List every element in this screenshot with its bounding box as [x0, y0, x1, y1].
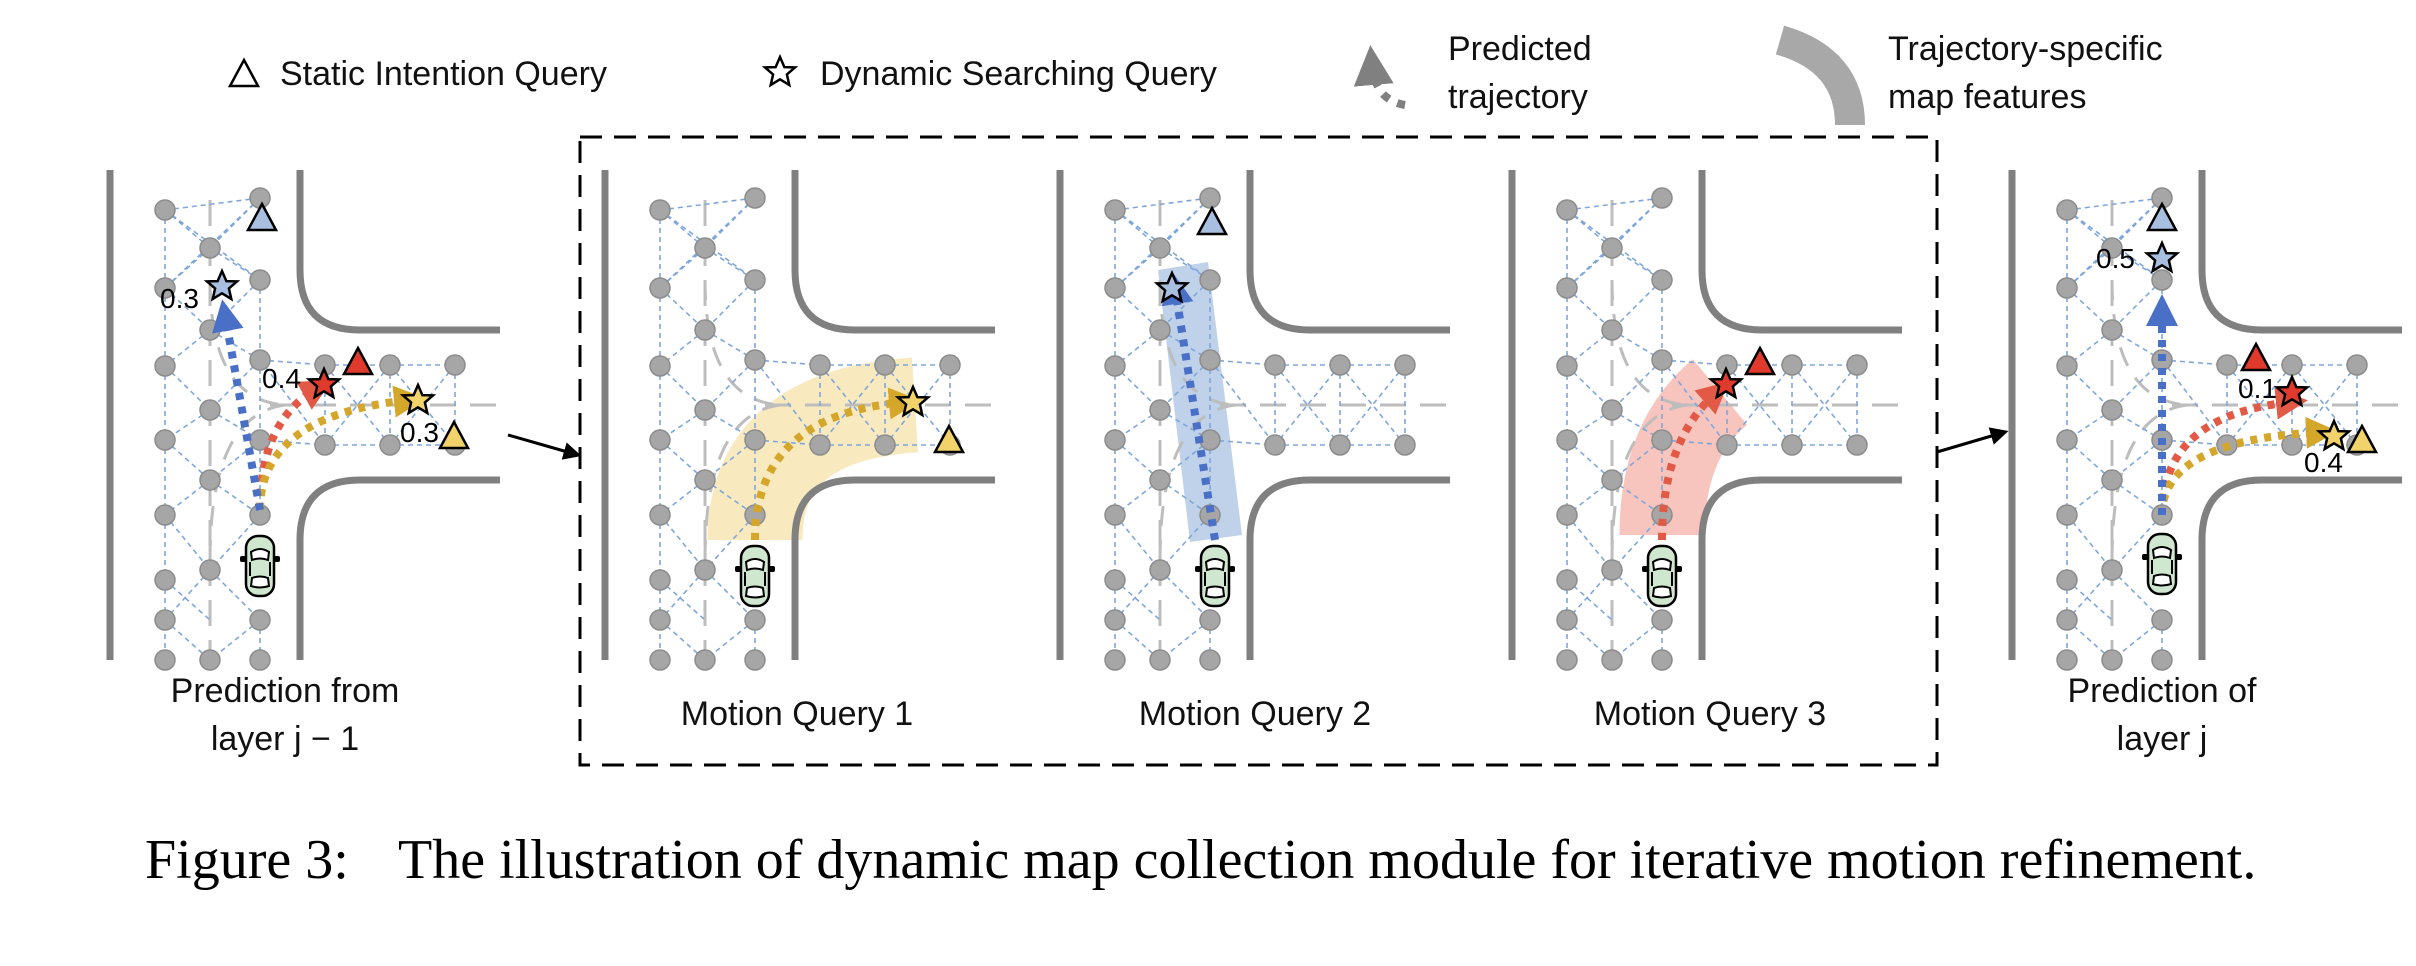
flow-arrow-in: [507, 433, 582, 460]
panel-next-label-2: layer j: [2117, 720, 2208, 758]
trajectory-yellow: [256, 385, 426, 511]
dynamic-query-red: [307, 367, 341, 399]
star-icon: [763, 55, 797, 87]
dynamic-query-blue: [2145, 241, 2179, 273]
trajectory-blue: [1161, 272, 1219, 541]
panel-q3-label: Motion Query 3: [1594, 695, 1826, 733]
car-icon: [2140, 532, 2184, 596]
static-query-blue: [1196, 206, 1228, 236]
trajectory-blue: [212, 299, 264, 511]
car-icon: [1193, 544, 1237, 608]
legend-dynamic-query: Dynamic Searching Query: [763, 55, 1217, 93]
legend-trajectory-line2: trajectory: [1448, 78, 1588, 116]
legend: Static Intention Query Dynamic Searching…: [228, 25, 2163, 126]
band-icon: [1775, 25, 1865, 126]
score-blue: 0.3: [160, 283, 199, 314]
score-yellow: 0.4: [2304, 447, 2343, 478]
static-query-red: [342, 346, 374, 376]
legend-static-query: Static Intention Query: [228, 55, 607, 93]
car-icon: [238, 534, 282, 598]
figure-caption-text: The illustration of dynamic map collecti…: [398, 829, 2256, 891]
panel-q2: [1060, 170, 1450, 670]
panel-q1-label: Motion Query 1: [681, 695, 913, 733]
static-query-red: [2240, 342, 2272, 372]
panel-prev-label-2: layer j − 1: [211, 720, 359, 758]
static-query-red: [1744, 346, 1776, 376]
panel-q2-label: Motion Query 2: [1139, 695, 1371, 733]
legend-static-label: Static Intention Query: [280, 55, 607, 93]
car-icon: [733, 544, 777, 608]
dotted-arrow-icon: [1353, 45, 1406, 109]
legend-features-line1: Trajectory-specific: [1888, 30, 2163, 68]
legend-trajectory: Predicted trajectory: [1353, 30, 1592, 116]
panel-next-label-1: Prediction of: [2068, 672, 2258, 710]
static-query-yellow: [438, 420, 470, 450]
panel-q3: [1512, 170, 1902, 670]
static-query-blue: [246, 202, 278, 232]
dynamic-query-yellow: [401, 383, 435, 415]
score-red: 0.4: [262, 363, 301, 394]
map-feature-band: [707, 357, 919, 542]
score-blue: 0.5: [2096, 243, 2135, 274]
map-feature-band: [1158, 262, 1242, 542]
figure-caption-prefix: Figure 3:: [145, 829, 349, 891]
trajectory-red: [2158, 387, 2308, 516]
car-icon: [1640, 544, 1684, 608]
score-red: 0.1: [2238, 373, 2277, 404]
panel-prev: 0.3 0.4 0.3: [110, 170, 500, 670]
score-yellow: 0.3: [400, 417, 439, 448]
legend-features: Trajectory-specific map features: [1775, 25, 2163, 126]
panel-next: 0.5 0.1 0.4: [2012, 170, 2402, 670]
flow-arrow-out: [1936, 427, 2009, 454]
triangle-icon: [228, 58, 260, 88]
legend-features-line2: map features: [1888, 78, 2086, 116]
legend-trajectory-line1: Predicted: [1448, 30, 1592, 68]
trajectory-red: [1658, 381, 1730, 541]
panel-prev-label-1: Prediction from: [171, 672, 400, 710]
trajectory-yellow: [751, 387, 921, 541]
panel-q1: [605, 170, 995, 670]
legend-dynamic-label: Dynamic Searching Query: [820, 55, 1217, 93]
